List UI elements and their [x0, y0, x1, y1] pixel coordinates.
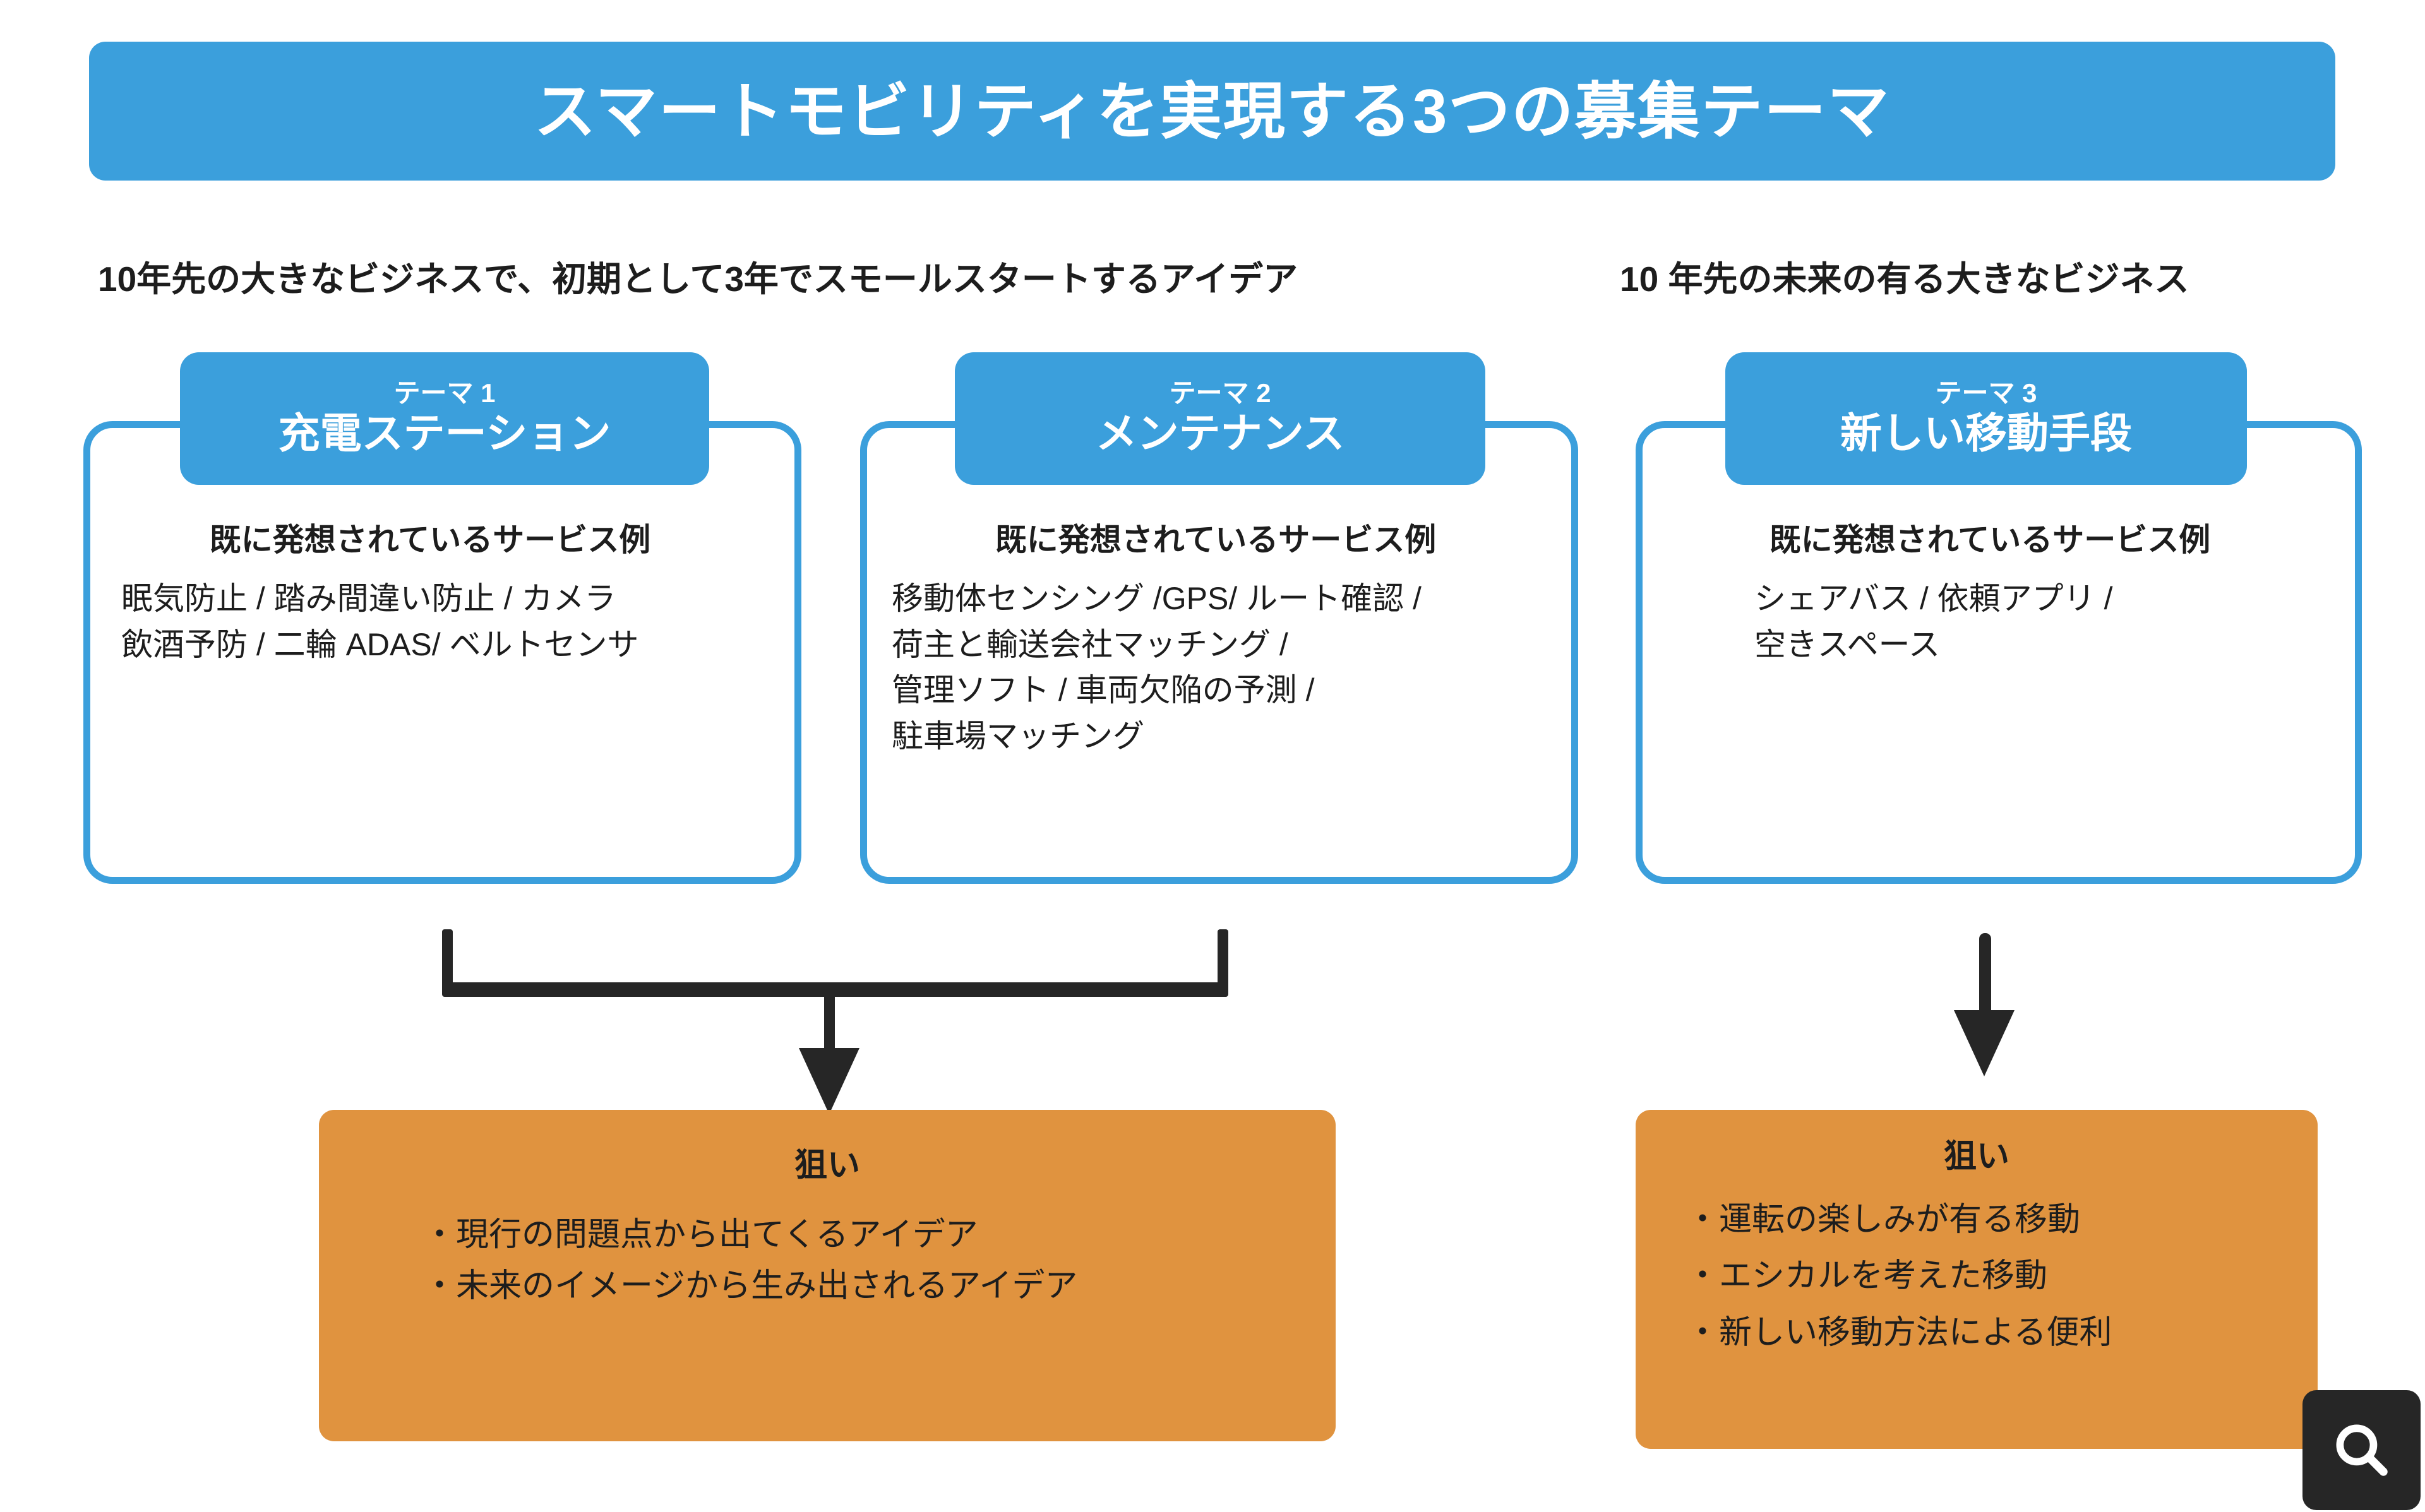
theme-card-3 — [1636, 421, 2362, 884]
theme-tab-1[interactable]: テーマ 1 充電ステーション — [180, 352, 709, 485]
list-item: 荷主と輸送会社マッチング / — [892, 626, 1288, 662]
connector-drop-stem — [824, 992, 835, 1062]
arrow-head-down-icon — [1954, 1010, 2015, 1076]
page-title: スマートモビリティを実現する3つの募集テーマ — [534, 76, 1891, 146]
list-item: 駐車場マッチング — [892, 718, 1144, 754]
theme-3-body: 既に発想されているサービス例 シェアバス / 依頼アプリ / 空きスペース — [1653, 524, 2348, 667]
theme-3-services-heading: 既に発想されているサービス例 — [1769, 522, 2211, 557]
list-item: 空きスペース — [1754, 626, 1940, 662]
list-item: 眠気防止 / 踏み間違い防止 / カメラ — [121, 581, 616, 616]
arrow-head-down-icon — [799, 1048, 859, 1114]
goal-left-title: 狙い — [794, 1147, 860, 1184]
connector-stem-right — [1218, 929, 1228, 992]
goal-right-title: 狙い — [1943, 1138, 2009, 1175]
goal-left-list: ・現行の問題点から出てくるアイデア ・未来のイメージから生み出されるアイデア — [319, 1210, 1336, 1311]
list-item: ・新しい移動方法による便利 — [1686, 1314, 2112, 1351]
list-item: 飲酒予防 / 二輪 ADAS/ ベルトセンサ — [121, 626, 639, 662]
theme-2-services-list: 移動体センシング /GPS/ ルート確認 / 荷主と輸送会社マッチング / 管理… — [878, 576, 1566, 759]
goal-box-right: 狙い ・運転の楽しみが有る移動 ・エシカルを考えた移動 ・新しい移動方法による便… — [1636, 1110, 2318, 1449]
list-item: ・運転の楽しみが有る移動 — [1686, 1201, 2081, 1238]
list-item: シェアバス / 依頼アプリ / — [1754, 581, 2113, 616]
list-item: ・現行の問題点から出てくるアイデア — [423, 1217, 978, 1253]
theme-tab-2[interactable]: テーマ 2 メンテナンス — [955, 352, 1485, 485]
list-item: 移動体センシング /GPS/ ルート確認 / — [892, 581, 1422, 616]
goal-right-list: ・運転の楽しみが有る移動 ・エシカルを考えた移動 ・新しい移動方法による便利 — [1636, 1192, 2318, 1361]
theme-2-services-heading: 既に発想されているサービス例 — [995, 522, 1437, 557]
title-banner: スマートモビリティを実現する3つの募集テーマ — [89, 42, 2335, 181]
connector-stem-left — [442, 929, 453, 992]
theme-2-number: テーマ 2 — [1169, 378, 1271, 408]
theme-3-name: 新しい移動手段 — [1840, 410, 2132, 457]
connector-horizontal-bar — [442, 982, 1228, 997]
search-badge-button[interactable] — [2302, 1390, 2421, 1510]
theme-2-body: 既に発想されているサービス例 移動体センシング /GPS/ ルート確認 / 荷主… — [878, 524, 1566, 759]
connector-stem — [1979, 933, 1991, 1028]
theme-2-name: メンテナンス — [1095, 410, 1345, 457]
list-item: ・エシカルを考えた移動 — [1686, 1258, 2048, 1295]
theme-1-services-list: 眠気防止 / 踏み間違い防止 / カメラ 飲酒予防 / 二輪 ADAS/ ベルト… — [101, 576, 789, 667]
subtitle-right: 10 年先の未来の有る大きなビジネス — [1620, 259, 2189, 299]
theme-1-number: テーマ 1 — [393, 378, 496, 408]
theme-card-2 — [860, 421, 1578, 884]
theme-3-services-list: シェアバス / 依頼アプリ / 空きスペース — [1653, 576, 2348, 667]
theme-1-body: 既に発想されているサービス例 眠気防止 / 踏み間違い防止 / カメラ 飲酒予防… — [101, 524, 789, 667]
list-item: ・未来のイメージから生み出されるアイデア — [423, 1267, 1078, 1304]
goal-box-left: 狙い ・現行の問題点から出てくるアイデア ・未来のイメージから生み出されるアイデ… — [319, 1110, 1336, 1441]
theme-1-name: 充電ステーション — [278, 410, 611, 457]
subtitle-left: 10年先の大きなビジネスで、初期として3年でスモールスタートするアイデア — [98, 259, 1298, 299]
theme-1-services-heading: 既に発想されているサービス例 — [209, 522, 651, 557]
theme-3-number: テーマ 3 — [1935, 378, 2037, 408]
list-item: 管理ソフト / 車両欠陥の予測 / — [892, 672, 1315, 708]
theme-tab-3[interactable]: テーマ 3 新しい移動手段 — [1725, 352, 2247, 485]
search-icon — [2335, 1424, 2388, 1476]
